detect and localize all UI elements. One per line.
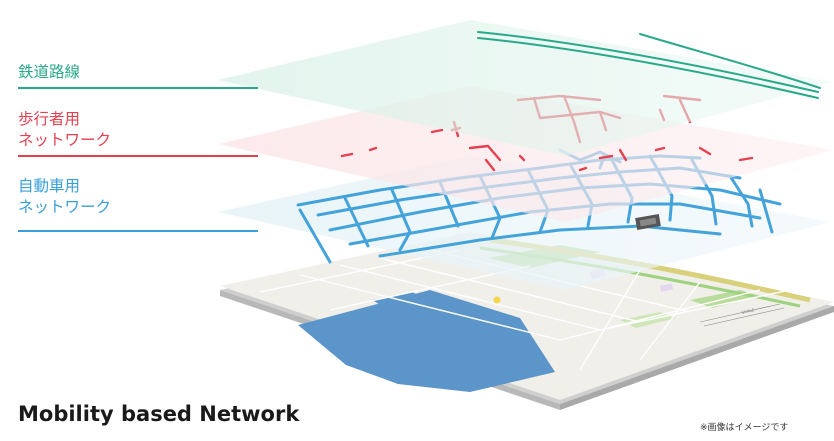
station-icon	[635, 214, 661, 230]
legend-rail-label: 鉄道路線	[18, 63, 81, 81]
vehicle-network-layer	[218, 148, 832, 290]
legend-vehicle-label: 自動車用 ネットワーク	[18, 177, 112, 216]
image-note: ※画像はイメージです	[700, 423, 789, 433]
legend-vehicle-rule	[18, 230, 258, 232]
rail-network-layer	[218, 20, 834, 156]
legend-pedestrian-label: 歩行者用 ネットワーク	[18, 110, 112, 149]
water-area	[298, 290, 555, 392]
legend-pedestrian-rule	[18, 155, 258, 157]
legend-rail-rule	[18, 87, 258, 89]
diagram-title: Mobility based Network	[18, 402, 300, 426]
svg-text:SCALE ──────: SCALE ──────	[741, 304, 771, 315]
